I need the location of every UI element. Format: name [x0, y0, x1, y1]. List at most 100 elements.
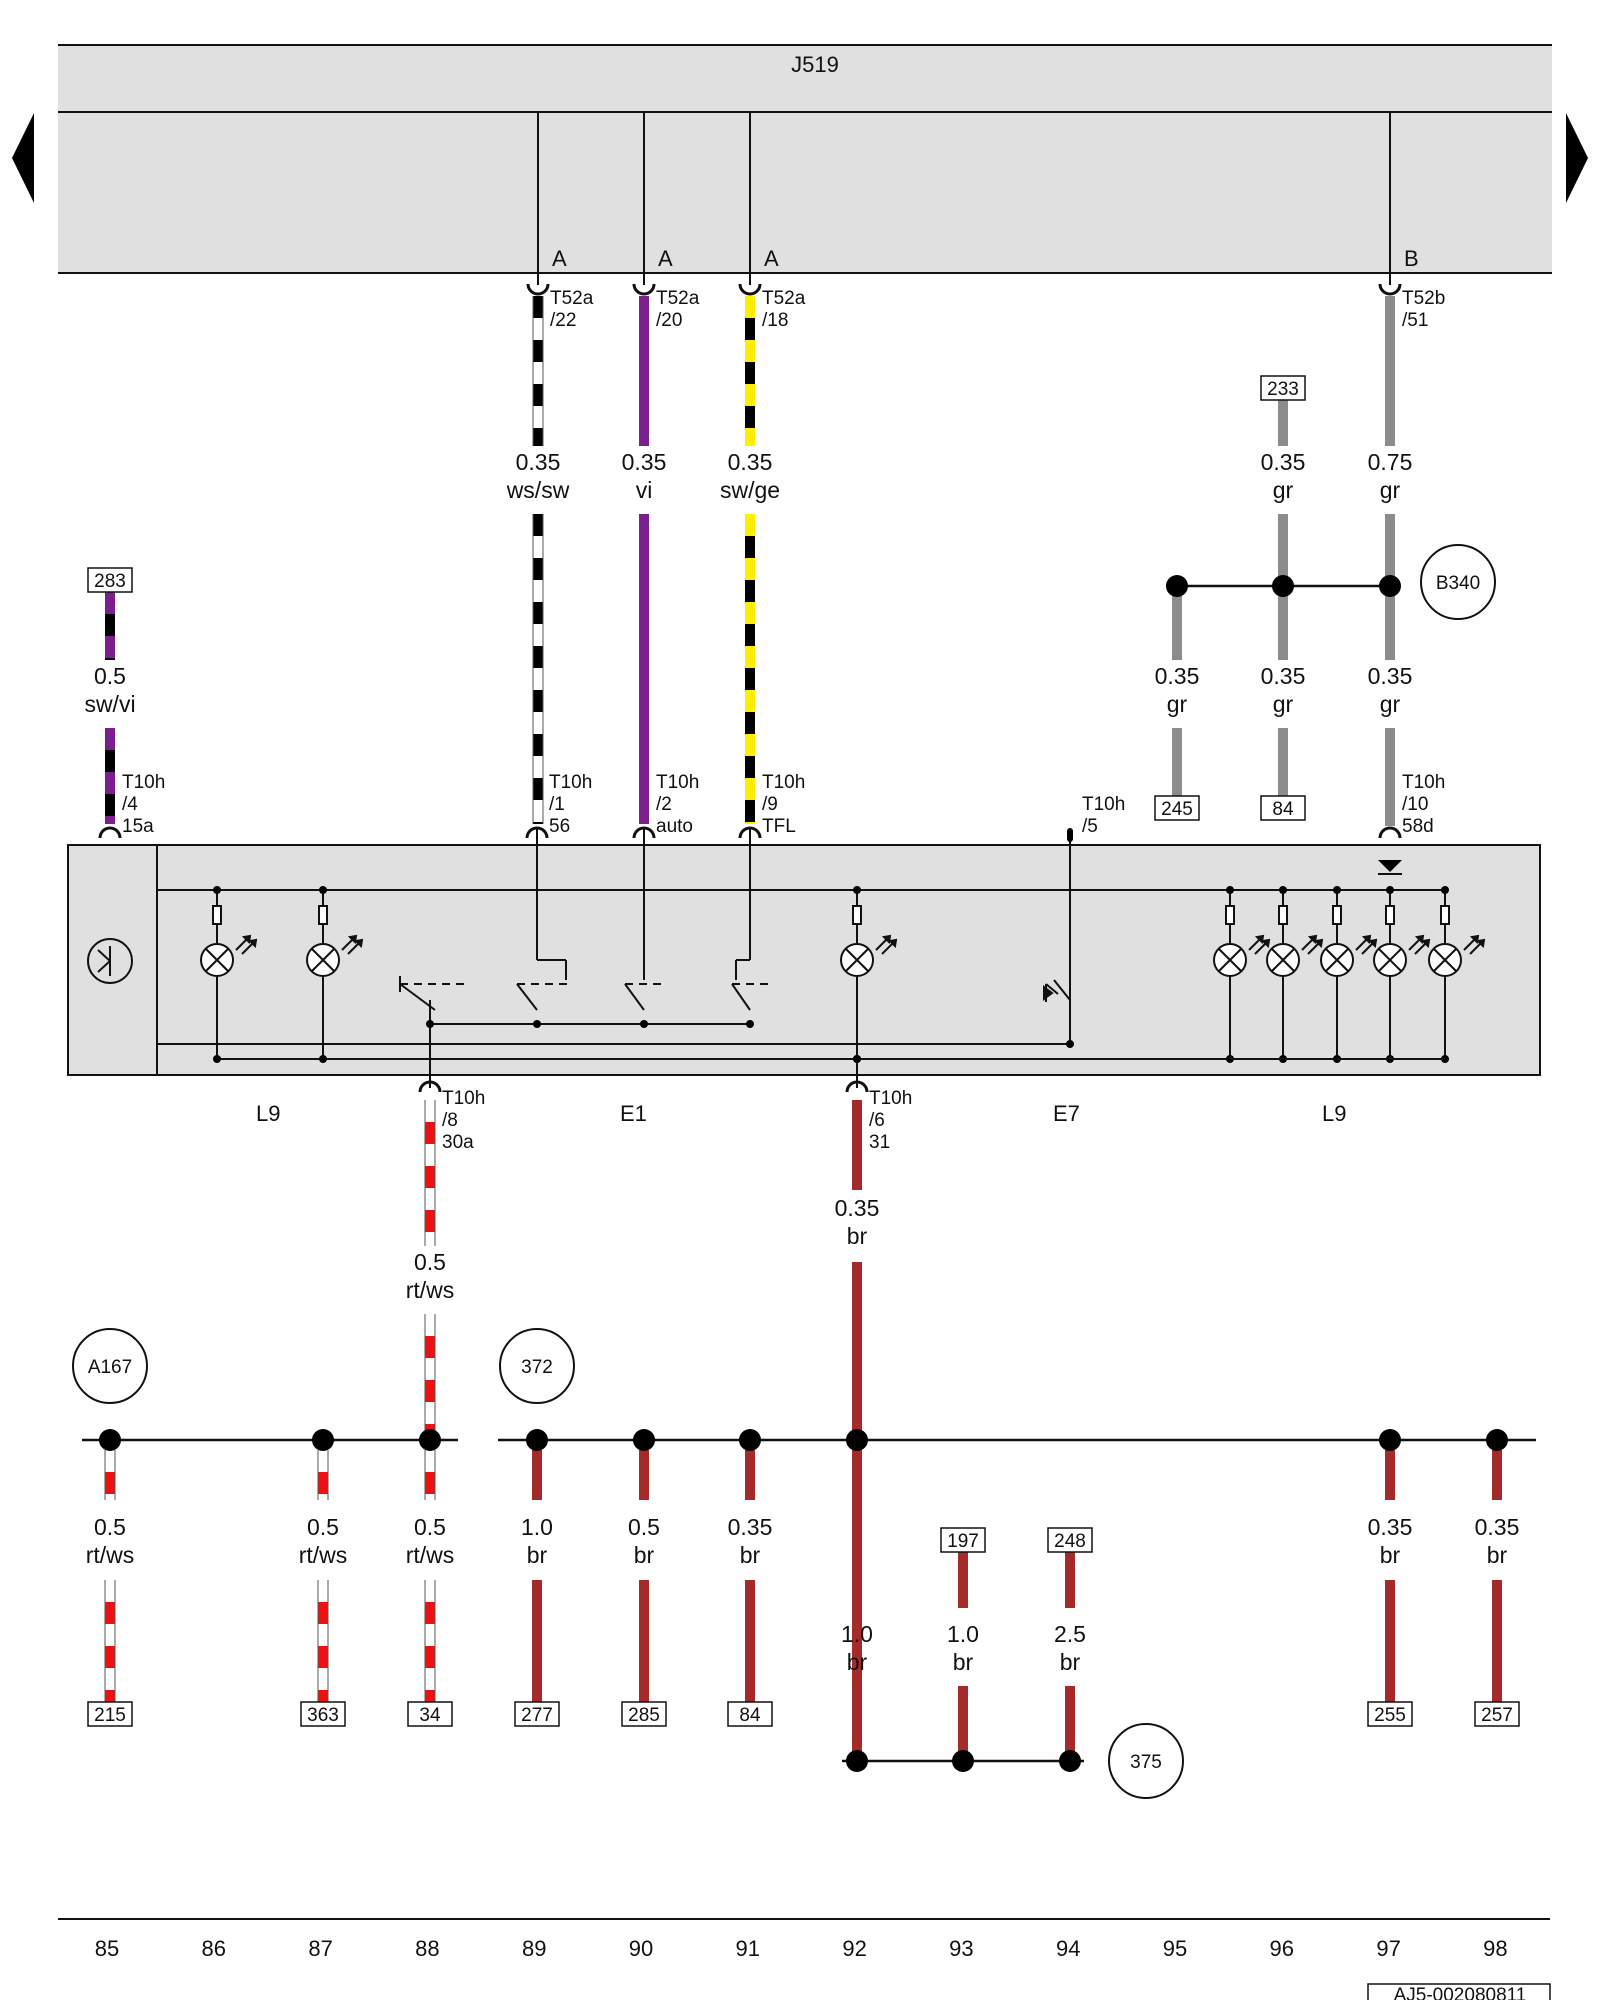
reference-box[interactable]: 255	[1367, 1701, 1413, 1727]
wire-size: 0.5	[414, 1514, 446, 1540]
reference-box[interactable]: 248	[1047, 1527, 1093, 1553]
wire-size: 0.35	[516, 449, 561, 475]
wire-size: 0.35	[1261, 663, 1306, 689]
pin-number: /5	[1082, 816, 1098, 837]
wire-segment	[424, 1314, 436, 1440]
wire-color: br	[1487, 1542, 1508, 1568]
reference-box[interactable]: 277	[514, 1701, 560, 1727]
wire-size: 0.35	[622, 449, 667, 475]
reference-box[interactable]: 197	[940, 1527, 986, 1553]
reference-box[interactable]: 363	[300, 1701, 346, 1727]
module-pins-bottom	[418, 1080, 869, 1093]
bus-lines	[82, 584, 1536, 1763]
wire-size: 1.0	[841, 1621, 873, 1647]
pin-signal: auto	[656, 816, 693, 837]
column-number: 87	[308, 1936, 332, 1961]
column-number: 97	[1376, 1936, 1400, 1961]
reference-number: 277	[521, 1705, 553, 1726]
wire-color: vi	[636, 477, 653, 503]
pin-number: /8	[442, 1110, 458, 1131]
wire-size: 1.0	[521, 1514, 553, 1540]
brightness-knob-icon	[87, 938, 133, 984]
reference-box[interactable]: 283	[87, 567, 133, 593]
wire-size: 0.35	[1155, 663, 1200, 689]
lamp-icon	[1428, 886, 1486, 1063]
reference-box[interactable]: 34	[407, 1701, 453, 1727]
column-number: 90	[629, 1936, 653, 1961]
wire-segment	[424, 1100, 436, 1246]
pin-number: /51	[1402, 310, 1428, 331]
wire-size: 0.75	[1368, 449, 1413, 475]
pin-connector: T10h	[1402, 772, 1445, 793]
pin-number: /4	[122, 794, 138, 815]
wire-size: 0.5	[628, 1514, 660, 1540]
wire-label: 0.5rt/ws	[86, 1514, 135, 1568]
pin-connector: T10h	[869, 1088, 912, 1109]
ground-points: B340 A167 372 375	[72, 544, 1496, 1799]
pin-connector: T52a	[550, 288, 594, 309]
wire-color: br	[634, 1542, 655, 1568]
wire-color: rt/ws	[299, 1542, 348, 1568]
wire-size: 0.35	[835, 1195, 880, 1221]
column-number: 91	[736, 1936, 760, 1961]
reference-number: 84	[1272, 799, 1294, 820]
column-number: 94	[1056, 1936, 1080, 1961]
connector-letter: A	[658, 246, 673, 271]
wire-color: sw/ge	[720, 477, 780, 503]
pin-number: /18	[762, 310, 788, 331]
reference-number: 84	[739, 1705, 761, 1726]
pin-connector: T10h	[442, 1088, 485, 1109]
reference-box[interactable]: 245	[1154, 795, 1200, 821]
ground-point-label: A167	[88, 1357, 132, 1378]
nav-left-arrow-icon[interactable]	[12, 113, 34, 203]
switch-e1-contacts	[399, 976, 770, 1025]
wire-size: 0.5	[414, 1249, 446, 1275]
wire-color: br	[847, 1649, 868, 1675]
reference-box[interactable]: 233	[1260, 375, 1306, 401]
wire-label: 0.5rt/ws	[299, 1514, 348, 1568]
wire-color: br	[740, 1542, 761, 1568]
reference-number: 257	[1481, 1705, 1513, 1726]
pushbutton-icon	[1043, 979, 1071, 1002]
reference-number: 248	[1054, 1531, 1086, 1552]
reference-number: 233	[1267, 379, 1299, 400]
wire-segment	[104, 1580, 116, 1702]
wire-color: br	[527, 1542, 548, 1568]
wire-size: 0.35	[1368, 1514, 1413, 1540]
reference-box[interactable]: 215	[87, 1701, 133, 1727]
reference-number: 363	[307, 1705, 339, 1726]
column-number: 92	[842, 1936, 866, 1961]
pin-signal: 30a	[442, 1132, 474, 1153]
pin-number: /22	[550, 310, 576, 331]
ground-point-label: B340	[1436, 573, 1480, 594]
reference-number: 283	[94, 571, 126, 592]
reference-box[interactable]: 285	[621, 1701, 667, 1727]
reference-number: 245	[1161, 799, 1193, 820]
pin-stub	[1067, 828, 1073, 842]
wire-labels: 0.35ws/sw0.35vi0.35sw/ge0.35gr0.75gr0.5s…	[84, 449, 1519, 1675]
wire-segment	[317, 1580, 329, 1702]
document-id: AJ5-002080811	[1394, 1985, 1527, 2000]
column-number: 86	[202, 1936, 226, 1961]
reference-box[interactable]: 84	[1260, 795, 1306, 821]
lamp-layer	[200, 886, 1486, 1063]
nav-right-arrow-icon[interactable]	[1566, 113, 1588, 203]
lamp-icon	[840, 886, 898, 1063]
lamp-icon	[306, 886, 364, 1063]
wire-size: 0.35	[1475, 1514, 1520, 1540]
splice-dots	[99, 575, 1508, 1772]
lamp-icon	[1373, 886, 1431, 1063]
wire-color: gr	[1380, 477, 1401, 503]
reference-box[interactable]: 84	[727, 1701, 773, 1727]
reference-box[interactable]: 257	[1474, 1701, 1520, 1727]
wire-size: 1.0	[947, 1621, 979, 1647]
pin-connector: T52a	[656, 288, 700, 309]
wire-label: 0.5br	[628, 1514, 660, 1568]
